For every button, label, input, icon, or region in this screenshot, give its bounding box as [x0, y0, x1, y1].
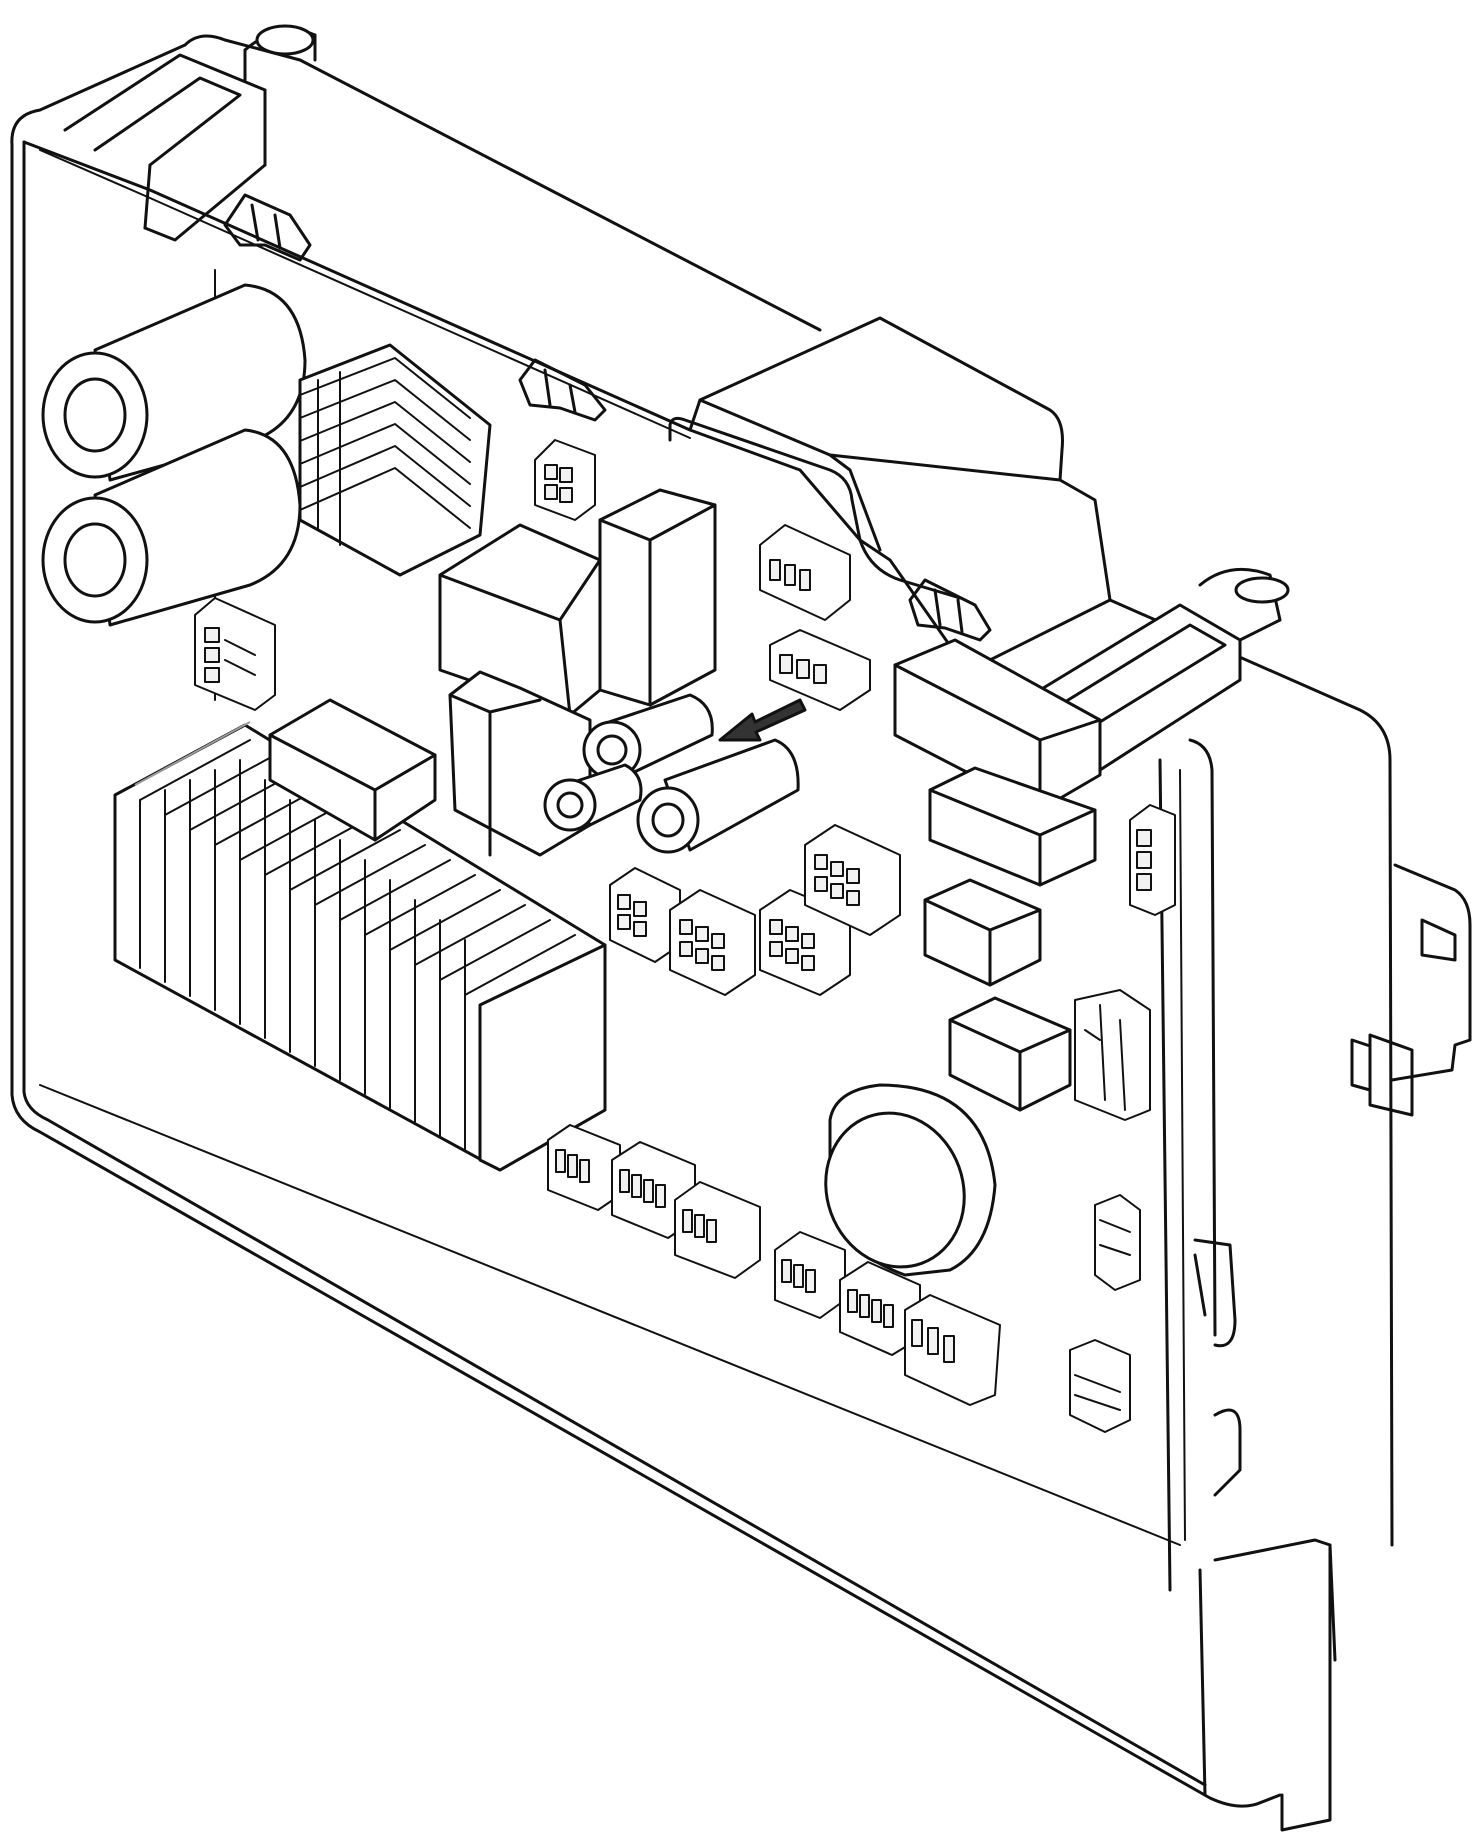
- heat-sink-upper: [298, 343, 492, 577]
- insertion-arrow-icon: [718, 698, 807, 742]
- buzzer: [824, 1083, 997, 1277]
- connector-bottom-5: [839, 1261, 921, 1356]
- mounting-clip-mid: [518, 358, 607, 422]
- enclosure-housing: [10, 34, 1472, 1832]
- connector-bottom-3: [674, 1181, 761, 1279]
- connector-grid-2: [669, 889, 756, 996]
- connector-right-jumper-1: [1074, 989, 1151, 1121]
- connector-right-jumper-2: [1094, 1194, 1141, 1291]
- relay-right-mid: [928, 766, 1097, 887]
- connector-grid-4: [804, 824, 901, 936]
- board-edge: [1179, 769, 1186, 1541]
- mounting-clip-top-small: [223, 193, 312, 262]
- heat-sink-upper-fins: [299, 357, 471, 546]
- small-capacitor-1: [582, 693, 714, 780]
- connector-grid-1: [609, 867, 681, 963]
- mounting-clip-top-left: [63, 24, 317, 242]
- heat-sink-lower-fins: [134, 721, 607, 1172]
- small-capacitor-3: [636, 738, 800, 854]
- connector-bottom-4: [774, 1231, 846, 1319]
- connector-top-center: [759, 524, 851, 621]
- connector-bottom-1: [547, 1124, 621, 1211]
- connector-left-mid: [194, 597, 276, 711]
- connector-right-jumper-3: [1069, 1339, 1131, 1433]
- heat-sink-lower: [113, 721, 607, 1172]
- relay-center-large: [438, 523, 602, 717]
- relay-right-low: [923, 878, 1042, 987]
- connector-center: [769, 629, 871, 711]
- connector-top-left: [534, 439, 596, 521]
- housing-raised-block: [668, 316, 1112, 667]
- large-electrolytic-capacitor-2: [41, 428, 302, 627]
- connector-bottom-6: [904, 1294, 1001, 1406]
- relay-bottom-right: [948, 996, 1072, 1112]
- small-capacitor-2: [543, 763, 643, 832]
- connector-right-edge: [1129, 804, 1176, 916]
- relay-center-tall: [598, 488, 717, 707]
- relay-left-small: [268, 698, 437, 842]
